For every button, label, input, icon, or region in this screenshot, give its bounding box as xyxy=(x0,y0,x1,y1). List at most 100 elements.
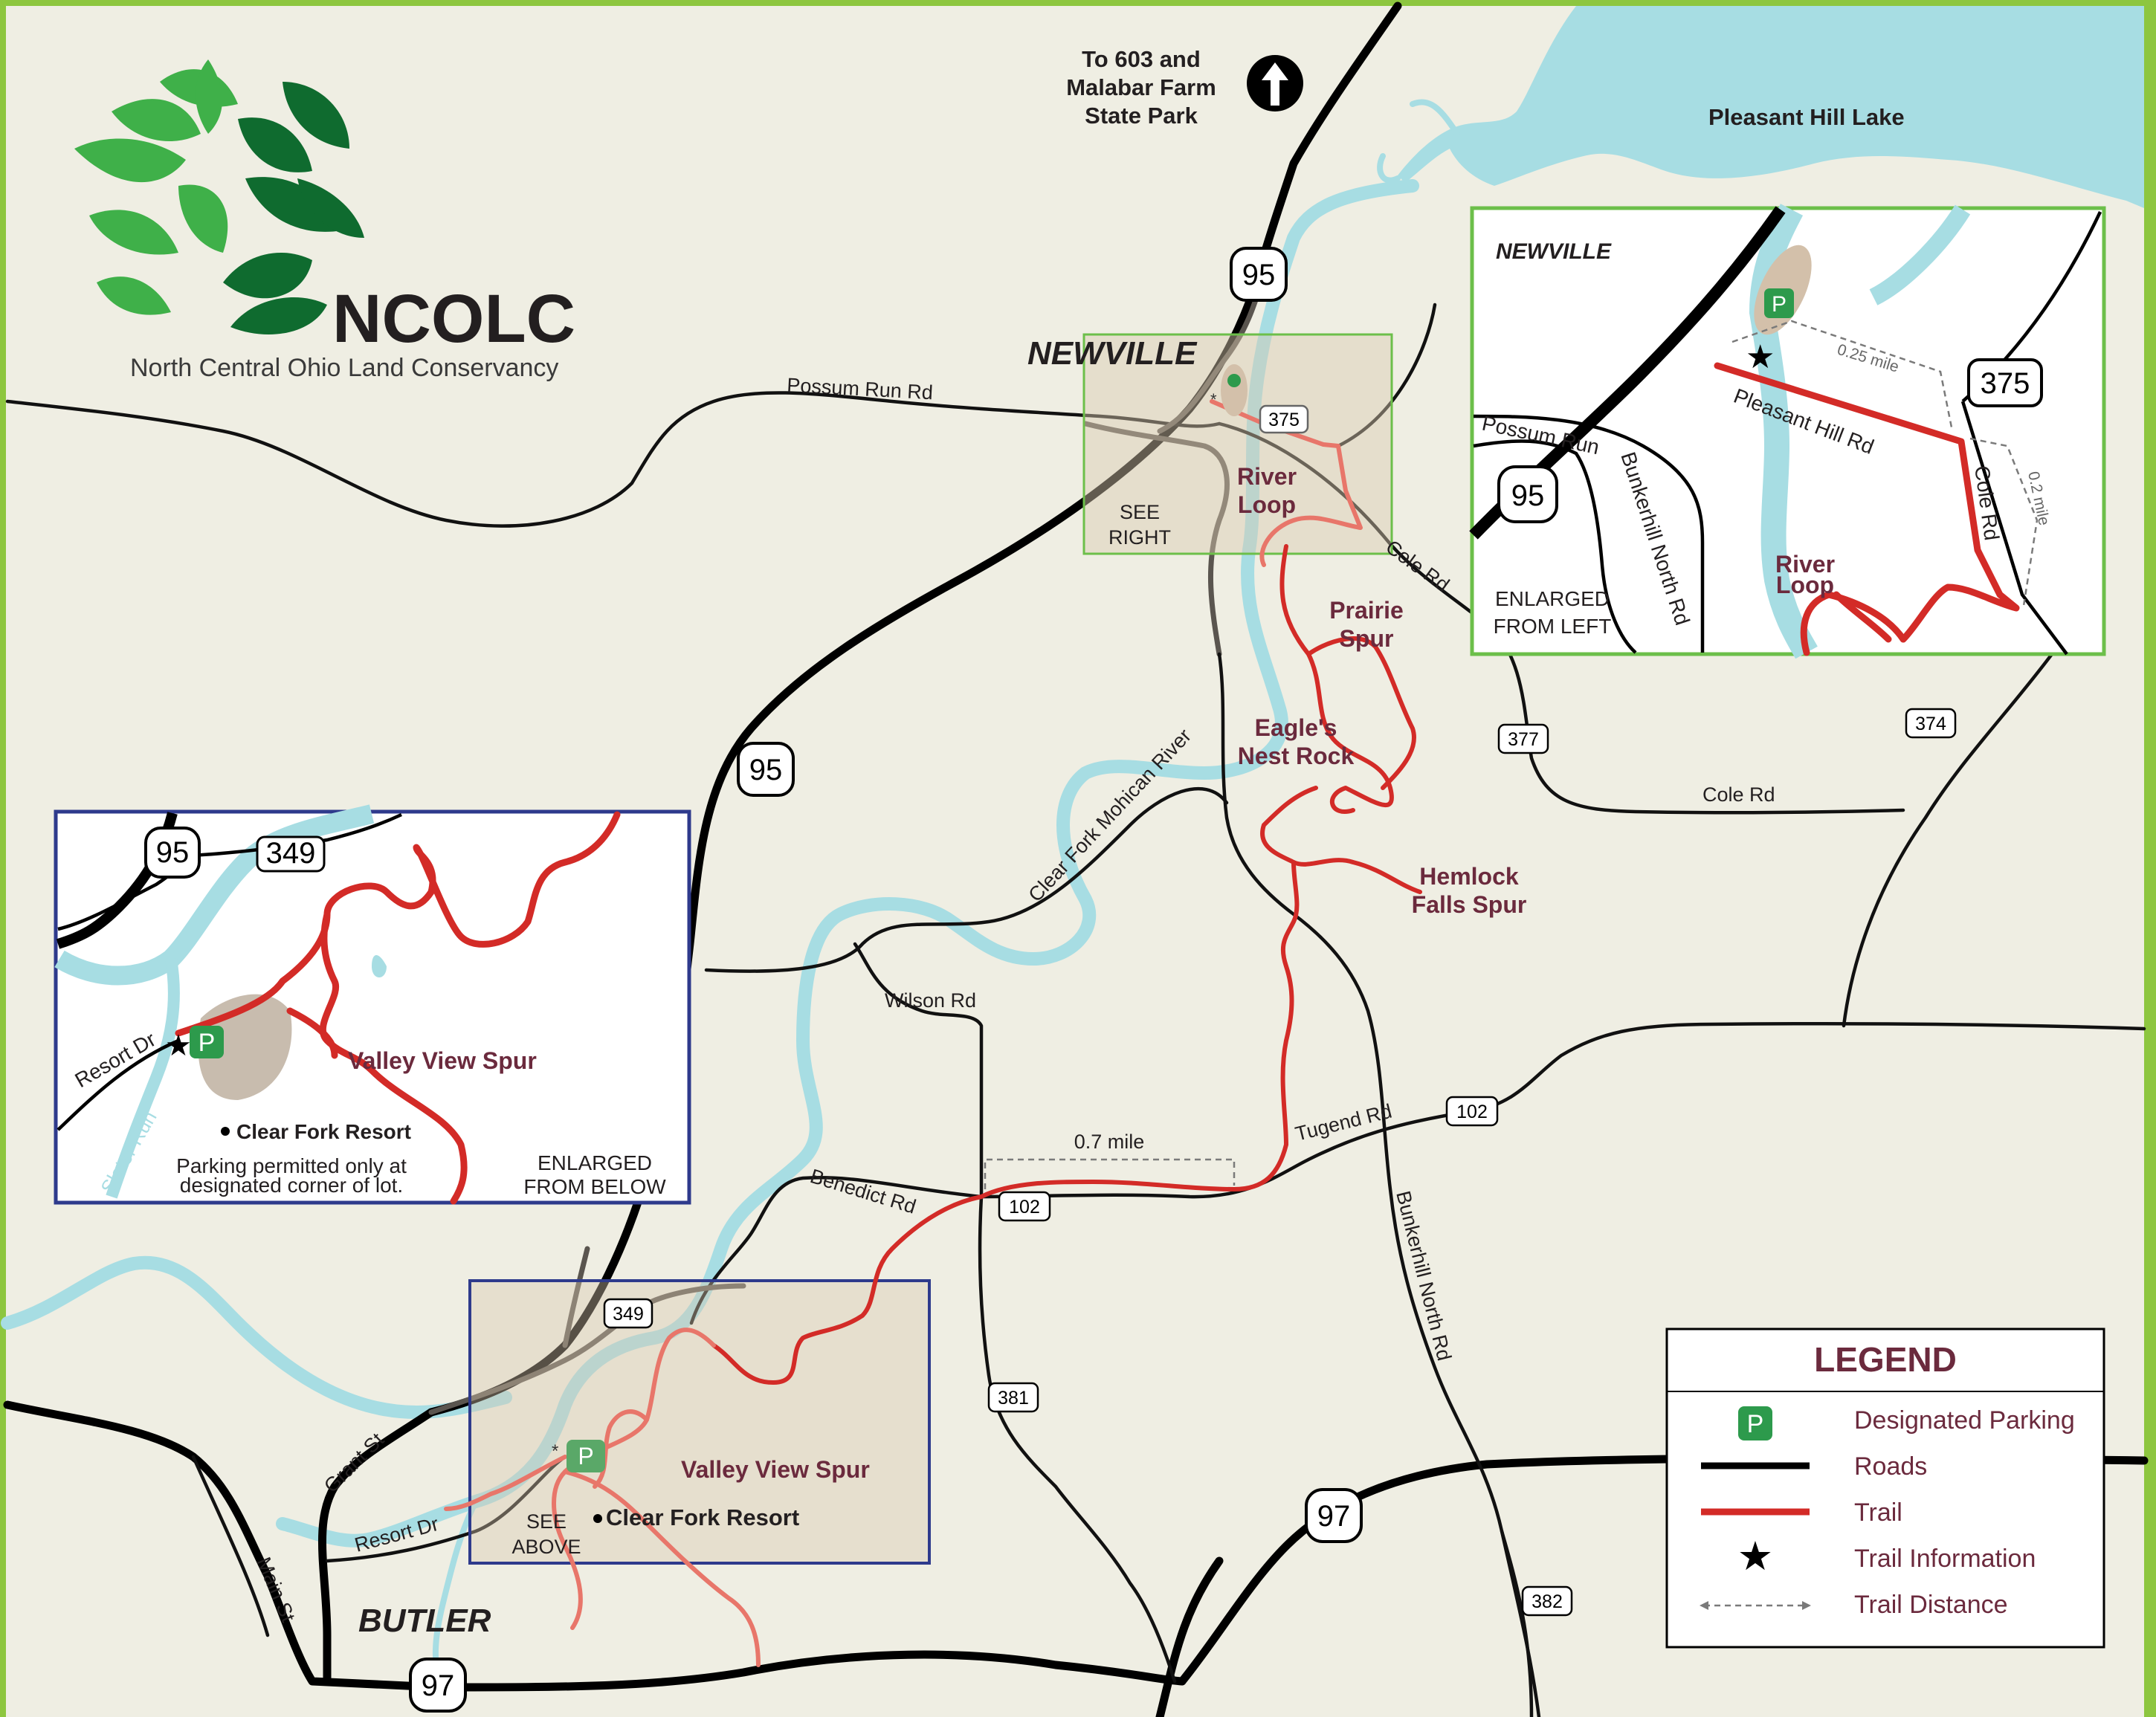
shield-377: 377 xyxy=(1497,723,1549,754)
legend-trail: Trail xyxy=(1701,1498,1902,1527)
shield-95-north: 95 xyxy=(1230,247,1288,302)
svg-text:374: 374 xyxy=(1915,714,1946,734)
shield-97-east: 97 xyxy=(1305,1488,1363,1543)
svg-text:RIGHT: RIGHT xyxy=(1108,526,1171,549)
trail-info-star-butler: * xyxy=(552,1441,558,1461)
shield-97-south: 97 xyxy=(409,1658,467,1713)
trail-info-star-newville: * xyxy=(1210,390,1217,409)
route-349 xyxy=(428,1283,746,1415)
svg-text:ENLARGED: ENLARGED xyxy=(1495,587,1610,610)
svg-text:FROM BELOW: FROM BELOW xyxy=(523,1175,666,1198)
shield-381: 381 xyxy=(987,1382,1039,1413)
direction-note: To 603 and Malabar Farm State Park xyxy=(1066,46,1303,129)
svg-text:95: 95 xyxy=(749,754,783,786)
clear-fork-river xyxy=(276,179,1419,1548)
inset-butler: P ★ 95 349 Resort Dr Slater Run Valley V… xyxy=(54,804,691,1205)
svg-text:Loop: Loop xyxy=(1776,572,1834,598)
svg-text:Designated Parking: Designated Parking xyxy=(1854,1406,2075,1435)
label-clear-fork-resort: Clear Fork Resort xyxy=(606,1504,799,1530)
label-cole-rd-south: Cole Rd xyxy=(1702,783,1775,806)
svg-text:Parking permitted only at: Parking permitted only at xyxy=(176,1154,407,1177)
svg-text:NEWVILLE: NEWVILLE xyxy=(1496,239,1612,264)
svg-text:ENLARGED: ENLARGED xyxy=(538,1151,652,1174)
svg-text:River: River xyxy=(1237,463,1297,490)
inset-butler-star: ★ xyxy=(165,1029,192,1062)
parking-icon xyxy=(1738,1406,1772,1440)
inset-newville: P ★ 95 375 NEWVILLE Possum Run Bunkerhil… xyxy=(1469,204,2106,659)
river-west-branch xyxy=(1,1255,512,1419)
shield-374: 374 xyxy=(1905,708,1957,739)
svg-text:ABOVE: ABOVE xyxy=(511,1536,581,1558)
legend-title: LEGEND xyxy=(1814,1340,1957,1379)
resort-dot xyxy=(593,1514,602,1523)
route-95-grey xyxy=(562,1246,590,1348)
svg-text:Loop: Loop xyxy=(1238,491,1296,518)
legend-distance: Trail Distance xyxy=(1700,1591,2008,1619)
shield-382: 382 xyxy=(1521,1585,1573,1617)
svg-text:Malabar Farm: Malabar Farm xyxy=(1066,74,1216,100)
svg-text:P: P xyxy=(1772,292,1787,317)
logo-abbr: NCOLC xyxy=(332,281,575,357)
svg-text:Roads: Roads xyxy=(1854,1452,1927,1481)
see-above-label: SEE xyxy=(526,1510,567,1533)
svg-text:Hemlock: Hemlock xyxy=(1419,863,1519,890)
svg-text:381: 381 xyxy=(998,1388,1029,1409)
svg-text:Clear Fork Resort: Clear Fork Resort xyxy=(236,1120,411,1143)
label-pleasant-hill-lake: Pleasant Hill Lake xyxy=(1708,104,1905,130)
newville-parking-small xyxy=(1221,364,1248,416)
label-wilson-rd: Wilson Rd xyxy=(885,989,976,1012)
shield-102-east: 102 xyxy=(1445,1096,1499,1127)
shield-349: 349 xyxy=(603,1298,653,1329)
star-icon: ★ xyxy=(1737,1534,1773,1579)
label-butler: BUTLER xyxy=(358,1603,491,1639)
svg-text:375: 375 xyxy=(1981,367,2030,400)
svg-text:Spur: Spur xyxy=(1340,625,1394,652)
svg-text:To 603 and: To 603 and xyxy=(1082,46,1201,72)
tree-icon xyxy=(74,59,364,334)
shield-102-west: 102 xyxy=(998,1191,1051,1222)
pleasant-hill-lake xyxy=(1377,6,2144,208)
legend: LEGEND P Designated Parking Roads Trail … xyxy=(1665,1328,2105,1649)
svg-text:River: River xyxy=(1775,551,1835,578)
svg-text:Trail: Trail xyxy=(1854,1498,1902,1527)
svg-text:Falls Spur: Falls Spur xyxy=(1412,891,1527,918)
trail-labels: River Loop Prairie Spur Eagle's Nest Roc… xyxy=(681,463,1526,1483)
svg-text:382: 382 xyxy=(1532,1591,1563,1612)
svg-text:P: P xyxy=(1747,1410,1764,1438)
slater-run xyxy=(432,1498,479,1683)
svg-text:Valley View Spur: Valley View Spur xyxy=(348,1047,537,1074)
svg-text:Eagle's: Eagle's xyxy=(1255,714,1337,741)
logo-name: North Central Ohio Land Conservancy xyxy=(130,354,558,382)
svg-text:Trail Information: Trail Information xyxy=(1854,1545,2036,1573)
butler-highlight-box xyxy=(468,1279,931,1565)
distance-main-label: 0.7 mile xyxy=(1074,1131,1145,1153)
shield-95-mid: 95 xyxy=(737,742,795,797)
svg-text:95: 95 xyxy=(1511,479,1545,512)
svg-text:designated corner of lot.: designated corner of lot. xyxy=(180,1174,403,1197)
butler-parking-main: P xyxy=(567,1440,605,1472)
svg-text:95: 95 xyxy=(156,836,190,869)
shield-375: 375 xyxy=(1259,404,1309,434)
svg-text:375: 375 xyxy=(1268,410,1300,430)
svg-text:P: P xyxy=(578,1443,593,1469)
legend-parking: P Designated Parking xyxy=(1738,1406,2075,1440)
svg-text:Nest Rock: Nest Rock xyxy=(1238,743,1355,769)
distance-marker-main: 0.7 mile xyxy=(984,1131,1236,1189)
svg-text:Prairie: Prairie xyxy=(1329,597,1404,624)
svg-text:349: 349 xyxy=(266,837,316,870)
svg-text:95: 95 xyxy=(1242,259,1276,291)
legend-info: ★ Trail Information xyxy=(1737,1534,2036,1579)
svg-text:FROM LEFT: FROM LEFT xyxy=(1494,615,1612,638)
svg-text:97: 97 xyxy=(422,1669,455,1702)
see-right-label: SEE xyxy=(1120,501,1160,523)
svg-text:102: 102 xyxy=(1456,1102,1488,1122)
inset-trail-info-star: ★ xyxy=(1746,339,1775,375)
svg-text:Trail Distance: Trail Distance xyxy=(1854,1591,2008,1619)
ncolc-logo: NCOLC North Central Ohio Land Conservanc… xyxy=(74,59,575,382)
svg-text:Valley View Spur: Valley View Spur xyxy=(681,1456,870,1483)
inset-parking-icon xyxy=(1764,288,1794,318)
svg-text:97: 97 xyxy=(1317,1500,1351,1533)
svg-text:State Park: State Park xyxy=(1085,103,1198,129)
svg-text:102: 102 xyxy=(1009,1197,1040,1218)
